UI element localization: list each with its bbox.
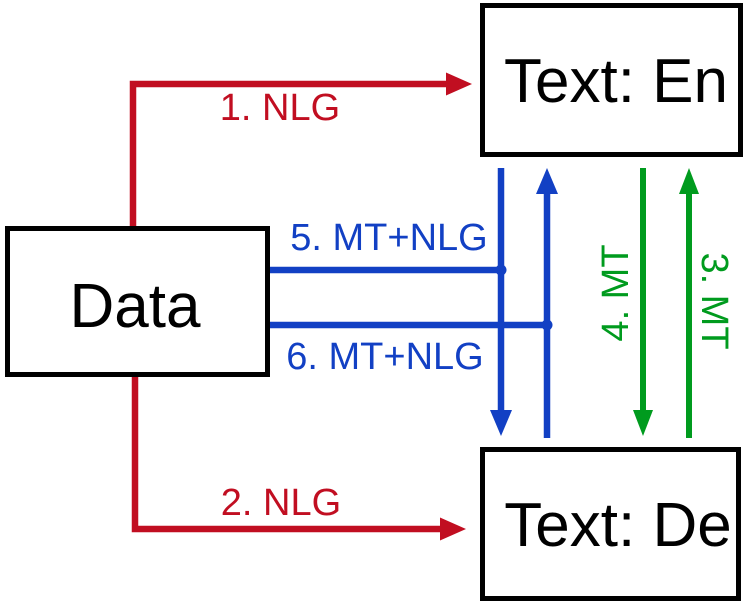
arrow-3-mt-text-de-to-text-en: 3. MT — [679, 168, 735, 438]
arrow-1-nlg-data-to-text-en: 1. NLG — [129, 72, 472, 226]
arrow-5-mt-nlg-data-to-text-de: 5. MT+NLG — [270, 168, 512, 436]
arrow-2-line — [131, 377, 440, 533]
arrow-3-arrowhead-icon — [679, 168, 699, 194]
arrow-2-arrowhead-icon — [440, 517, 466, 541]
arrow-1-arrowhead-icon — [446, 72, 472, 96]
node-text-de: Text: De — [480, 447, 741, 601]
node-data-label: Data — [70, 272, 201, 341]
arrow-2-label: 2. NLG — [221, 482, 341, 524]
node-text-de-box — [480, 447, 741, 601]
arrow-5-arrowhead-icon — [490, 410, 512, 436]
arrow-6-mt-nlg-data-to-text-en: 6. MT+NLG — [270, 168, 558, 438]
arrow-3-label: 3. MT — [693, 252, 735, 349]
node-text-en-label: Text: En — [504, 47, 728, 116]
arrow-5-junction-dot — [495, 264, 507, 276]
node-data-box — [5, 226, 270, 377]
node-text-de-label: Text: De — [504, 491, 731, 560]
arrow-4-label: 4. MT — [595, 244, 637, 341]
arrow-1-line — [129, 80, 446, 226]
node-text-en-box — [480, 3, 743, 157]
arrow-6-label: 6. MT+NLG — [286, 336, 483, 378]
arrow-1-label: 1. NLG — [220, 87, 340, 129]
node-text-en: Text: En — [480, 3, 743, 157]
arrow-4-mt-text-en-to-text-de: 4. MT — [595, 168, 653, 436]
node-data: Data — [5, 226, 270, 377]
arrow-5-label: 5. MT+NLG — [290, 217, 487, 259]
arrow-4-arrowhead-icon — [633, 410, 653, 436]
arrow-6-arrowhead-icon — [536, 168, 558, 194]
arrow-2-nlg-data-to-text-de: 2. NLG — [131, 377, 466, 541]
arrow-6-junction-dot — [541, 319, 553, 331]
